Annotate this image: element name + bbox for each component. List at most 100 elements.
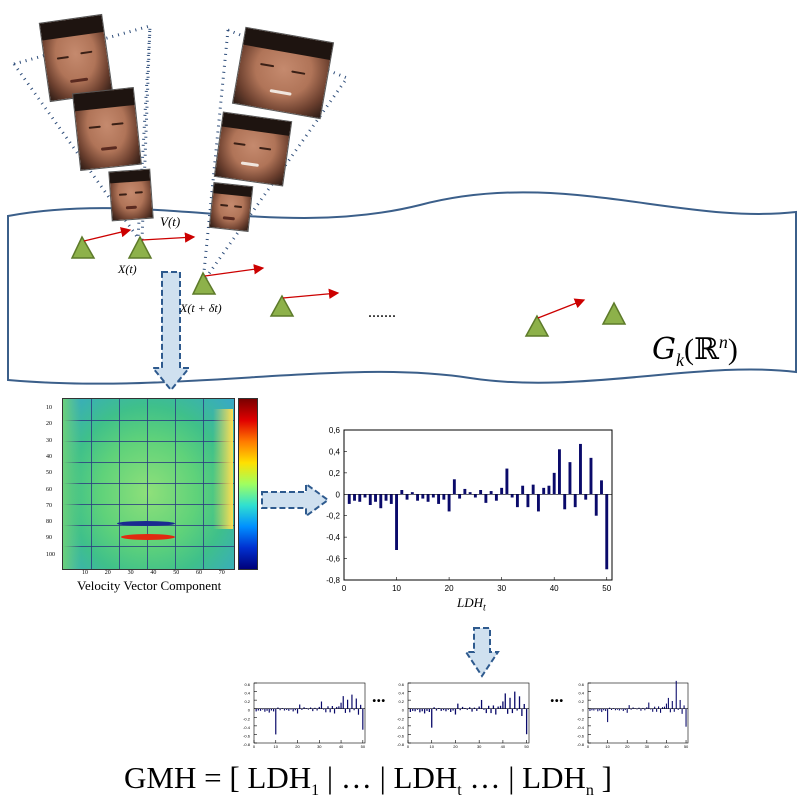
y-tick-label: 0 [582,708,585,713]
bar [603,708,605,711]
x-tick-label: 40 [664,744,669,749]
bar [468,492,472,495]
bar [624,708,626,710]
bar [618,708,620,711]
bar [316,708,318,711]
bar [257,708,259,711]
bar [473,707,476,709]
point-triangle [524,314,550,337]
x-tick-label: 50 [602,584,611,593]
bar [509,697,511,709]
bar [677,708,679,710]
bar [488,705,490,709]
bar [484,494,488,503]
bar [563,494,567,510]
bar [409,708,412,712]
x-tick-label: 30 [645,744,650,749]
bar [502,701,504,709]
gmh-formula: GMH = [ LDH1 | … | LDHt … | LDHn ] [124,760,612,800]
bar [296,708,299,714]
y-tick-label: 0 [336,490,341,499]
heatmap-x-tick: 50 [173,570,180,576]
bar [494,494,498,501]
velocity-arrow [204,264,265,277]
x-tick-label: 40 [339,744,344,749]
bar [428,708,431,712]
bar [389,494,393,504]
x-tick-label: 10 [605,744,610,749]
bar [357,708,360,715]
bar [318,706,320,709]
bar [433,707,435,709]
heatmap-caption: Velocity Vector Component [77,578,222,593]
bar [654,706,656,709]
bar [283,708,286,711]
bar [671,701,673,709]
bar [349,708,351,713]
heatmap-x-tick: 10 [82,570,88,576]
bar [552,472,556,495]
chart-frame [407,682,530,744]
small-charts-ellipsis-1: ... [372,686,386,706]
y-tick-label: -0.2 [397,716,405,721]
bar [268,708,270,713]
bar [414,708,416,712]
heatmap-x-tick: 30 [127,570,134,576]
bar [405,494,409,500]
y-tick-label: 0 [402,708,405,713]
bar [683,705,685,709]
small-charts-ellipsis-2: ... [550,686,564,706]
bar [485,708,487,714]
heatmap-y-tick: 80 [46,519,52,526]
y-tick-label: -0.4 [243,725,251,730]
bar [368,494,372,505]
bar [663,706,666,709]
y-tick-label: -0.8 [577,742,585,747]
bar [340,702,342,709]
bar [511,708,514,714]
bar [589,457,593,495]
down-arrow-chart [464,627,500,678]
y-tick-label: 0.2 [398,699,404,704]
x-tick-label: 30 [477,744,482,749]
bar [521,485,525,495]
bar [632,707,634,709]
bar [521,708,523,716]
bar [452,708,454,711]
bar [458,494,462,499]
face-image [72,86,142,172]
bar [266,708,268,711]
bar [347,494,351,504]
bar [344,708,347,713]
bar [500,487,504,495]
bar [506,708,509,714]
bar [490,708,492,714]
bar [600,480,603,495]
bar [281,708,283,709]
velocity-arrow [141,232,196,243]
bar [323,708,325,710]
bar [523,703,525,709]
bar [410,492,414,495]
bar [329,708,331,713]
bar [612,708,615,709]
bar [331,706,333,709]
bar [346,699,349,709]
point-label-t-dt: X(t + δt) [180,301,222,315]
chart-frame [343,429,613,581]
heatmap-y-tick: 50 [46,470,52,477]
bar [658,706,660,709]
heatmap-y-tick: 90 [46,535,52,542]
bar [419,708,421,713]
heatmap-x-tick: 20 [104,570,111,576]
bar [622,708,624,712]
bar [459,708,461,711]
bar [400,490,404,495]
y-tick-label: -0.8 [397,742,405,747]
bar [290,708,292,710]
x-tick-label: 40 [501,744,506,749]
heatmap-y-tick: 10 [46,405,52,411]
bar [423,708,426,714]
